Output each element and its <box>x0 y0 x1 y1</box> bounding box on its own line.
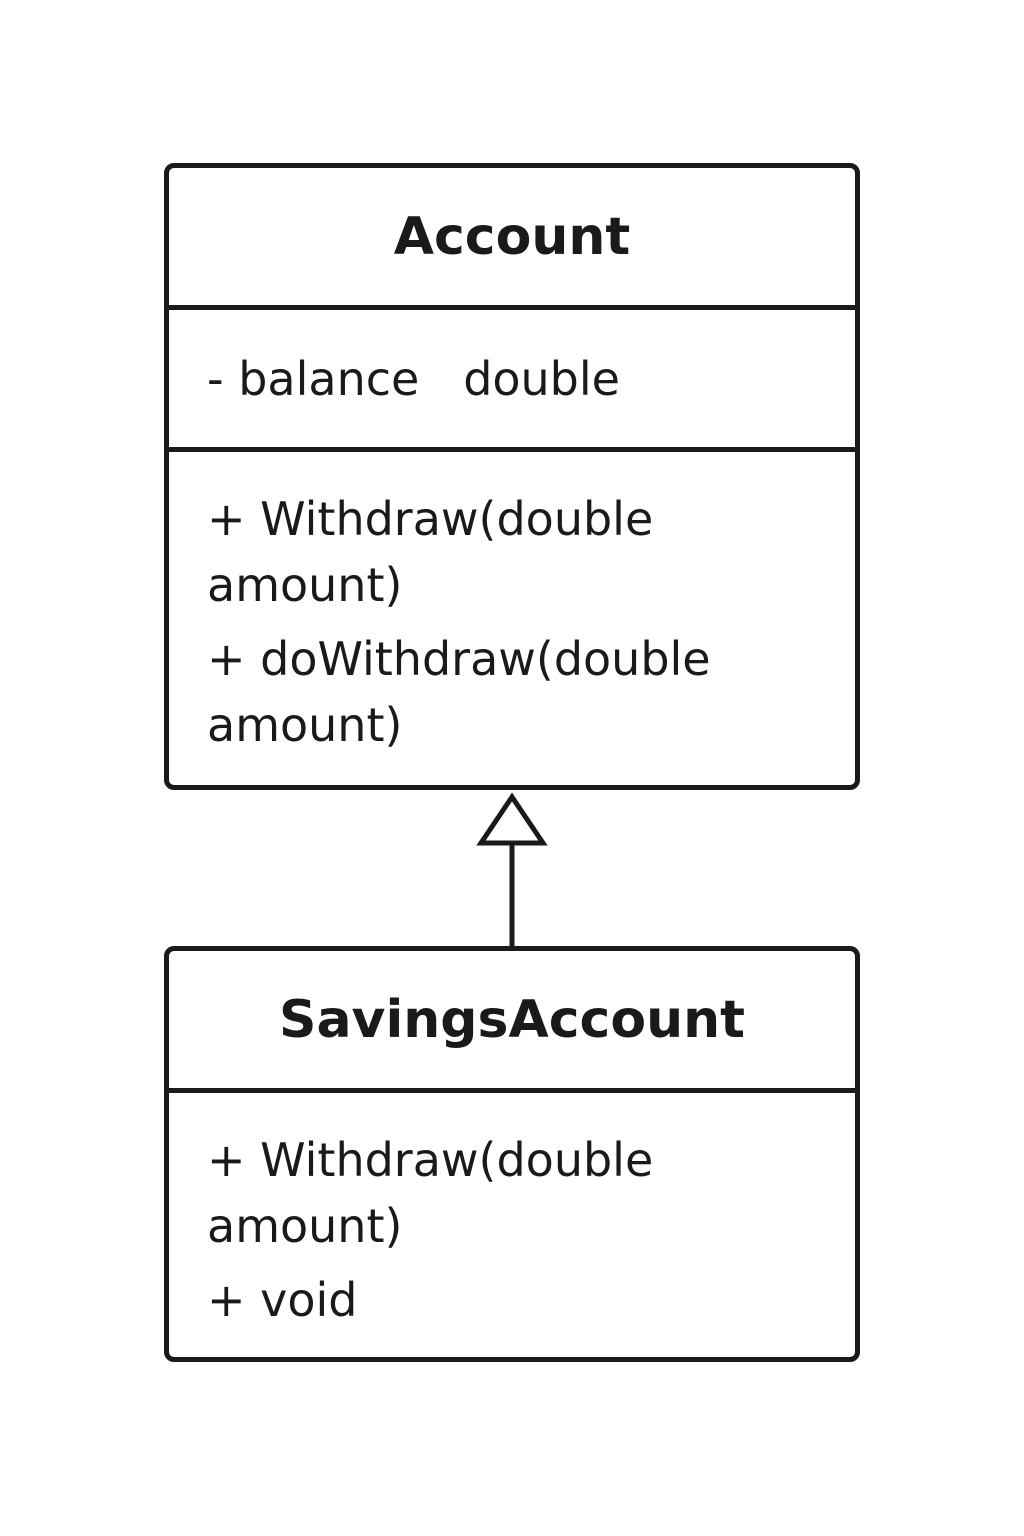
class-name-compartment: Account <box>169 168 855 310</box>
class-name-compartment: SavingsAccount <box>169 951 855 1093</box>
operations-compartment: + Withdraw(double amount) + doWithdraw(d… <box>169 452 855 758</box>
class-name: SavingsAccount <box>279 989 745 1050</box>
attribute-balance: - balance double <box>207 351 620 406</box>
class-savings-account[interactable]: SavingsAccount + Withdraw(double amount)… <box>164 946 860 1362</box>
operation-withdraw: + Withdraw(double amount) <box>207 492 654 612</box>
operations-compartment: + Withdraw(double amount) + void <box>169 1093 855 1333</box>
generalization-arrowhead-icon <box>476 792 548 846</box>
class-name: Account <box>393 206 631 267</box>
attributes-compartment: - balance double <box>169 310 855 452</box>
operation-do-withdraw: + doWithdraw(double amount) <box>207 632 711 752</box>
operation-withdraw: + Withdraw(double amount) <box>207 1133 654 1253</box>
operation-void: + void <box>207 1273 358 1327</box>
class-account[interactable]: Account - balance double + Withdraw(doub… <box>164 163 860 790</box>
